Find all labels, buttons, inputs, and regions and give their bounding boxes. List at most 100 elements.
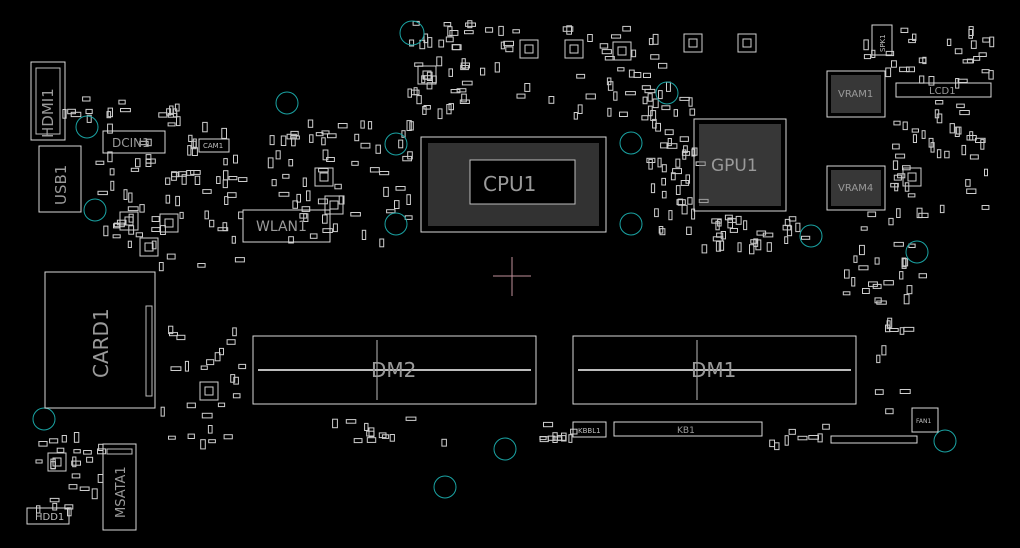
smd-component (290, 135, 300, 140)
smd-component (646, 157, 656, 164)
hdd-connector[interactable]: HDD1 (26, 507, 70, 525)
smd-component (171, 171, 180, 178)
smd-component (307, 119, 314, 128)
wlan-slot[interactable]: WLAN1 (242, 209, 331, 243)
smd-component (666, 81, 671, 92)
smd-component (641, 85, 651, 90)
smd-component (410, 89, 420, 96)
smd-component (485, 27, 494, 33)
ic-chip (902, 167, 922, 187)
fan-connector[interactable]: FAN1 (911, 407, 939, 433)
kbbl-label: KBBL1 (578, 427, 601, 435)
cam-label: CAM1 (203, 142, 223, 150)
smd-component (79, 486, 90, 491)
dm1-memory-slot[interactable]: DM1 (572, 335, 857, 405)
smd-component (109, 168, 115, 176)
smd-component (306, 190, 311, 202)
smd-component (652, 98, 659, 109)
gpu-package[interactable]: GPU1 (693, 118, 787, 212)
smd-component (146, 138, 152, 147)
smd-component (680, 180, 690, 186)
smd-component (966, 135, 977, 141)
smd-component (128, 192, 133, 203)
smd-component (184, 360, 189, 372)
smd-component (280, 135, 287, 146)
cam-connector[interactable]: CAM1 (198, 138, 230, 153)
smd-component (145, 158, 156, 164)
smd-component (337, 123, 348, 129)
smd-component (641, 115, 649, 121)
cpu-die (469, 159, 576, 205)
smd-component (67, 108, 76, 115)
smd-component (238, 211, 244, 220)
smd-component (166, 108, 172, 116)
smd-component (113, 222, 125, 228)
smd-component (322, 149, 329, 161)
vram4-chip[interactable]: VRAM4 (826, 165, 886, 211)
smd-component (52, 502, 58, 511)
smd-component (217, 402, 226, 408)
smd-component (611, 34, 622, 39)
smd-component (737, 242, 742, 253)
smd-component (223, 170, 229, 181)
smd-component (165, 177, 171, 185)
smd-component (543, 421, 554, 428)
smd-component (187, 433, 195, 440)
smd-component (797, 435, 808, 441)
cpu-label: CPU1 (483, 172, 536, 196)
dm2-memory-slot[interactable]: DM2 (252, 335, 537, 405)
card-reader[interactable]: CARD1 (44, 271, 156, 409)
smd-component (426, 82, 433, 90)
spk-connector[interactable]: SPK1 (871, 24, 893, 56)
smd-component (918, 273, 927, 279)
smd-component (354, 133, 360, 142)
smd-component (288, 159, 294, 167)
smd-component (318, 168, 329, 173)
lcd-connector[interactable]: LCD1 (895, 82, 992, 98)
smd-component (191, 140, 197, 150)
smd-component (445, 36, 454, 43)
smd-component (679, 96, 690, 101)
smd-component (788, 428, 796, 435)
vram1-chip[interactable]: VRAM1 (826, 70, 886, 118)
smd-component (200, 365, 208, 370)
smd-component (892, 160, 899, 170)
smd-component (874, 389, 884, 395)
smd-component (908, 38, 916, 44)
cpu-package[interactable]: CPU1 (420, 136, 607, 233)
smd-component (441, 438, 447, 447)
smd-component (659, 228, 666, 236)
usb-connector[interactable]: USB1 (38, 145, 82, 213)
msata-slot[interactable]: MSATA1 (102, 443, 137, 531)
smd-component (194, 175, 201, 185)
dcin-connector[interactable]: DCIN1 (102, 130, 166, 154)
smd-component (451, 44, 461, 51)
smd-component (49, 497, 60, 503)
smd-component (720, 231, 727, 240)
smd-component (291, 137, 296, 147)
smd-component (480, 67, 486, 76)
smd-component (169, 332, 178, 337)
smd-component (631, 49, 637, 58)
kb-connector[interactable]: KB1 (613, 421, 763, 437)
mounting-hole (799, 224, 823, 248)
smd-component (606, 77, 612, 86)
smd-component (498, 25, 504, 36)
smd-component (900, 27, 909, 34)
smd-component (673, 109, 678, 117)
smd-component (168, 325, 174, 335)
smd-component (989, 36, 995, 48)
kbbl-connector[interactable]: KBBL1 (572, 421, 607, 438)
smd-component (862, 288, 870, 294)
ic-chip-core (52, 457, 62, 467)
smd-component (735, 215, 742, 225)
smd-component (587, 34, 593, 42)
gpu-ball-grid (699, 124, 781, 206)
smd-component (423, 105, 431, 110)
wlan-label: WLAN1 (256, 219, 307, 235)
smd-component (912, 33, 917, 41)
smd-component (450, 89, 461, 94)
smd-component (379, 238, 385, 248)
smd-component (642, 96, 648, 105)
hdmi-connector[interactable]: HDMI1 (30, 61, 66, 141)
